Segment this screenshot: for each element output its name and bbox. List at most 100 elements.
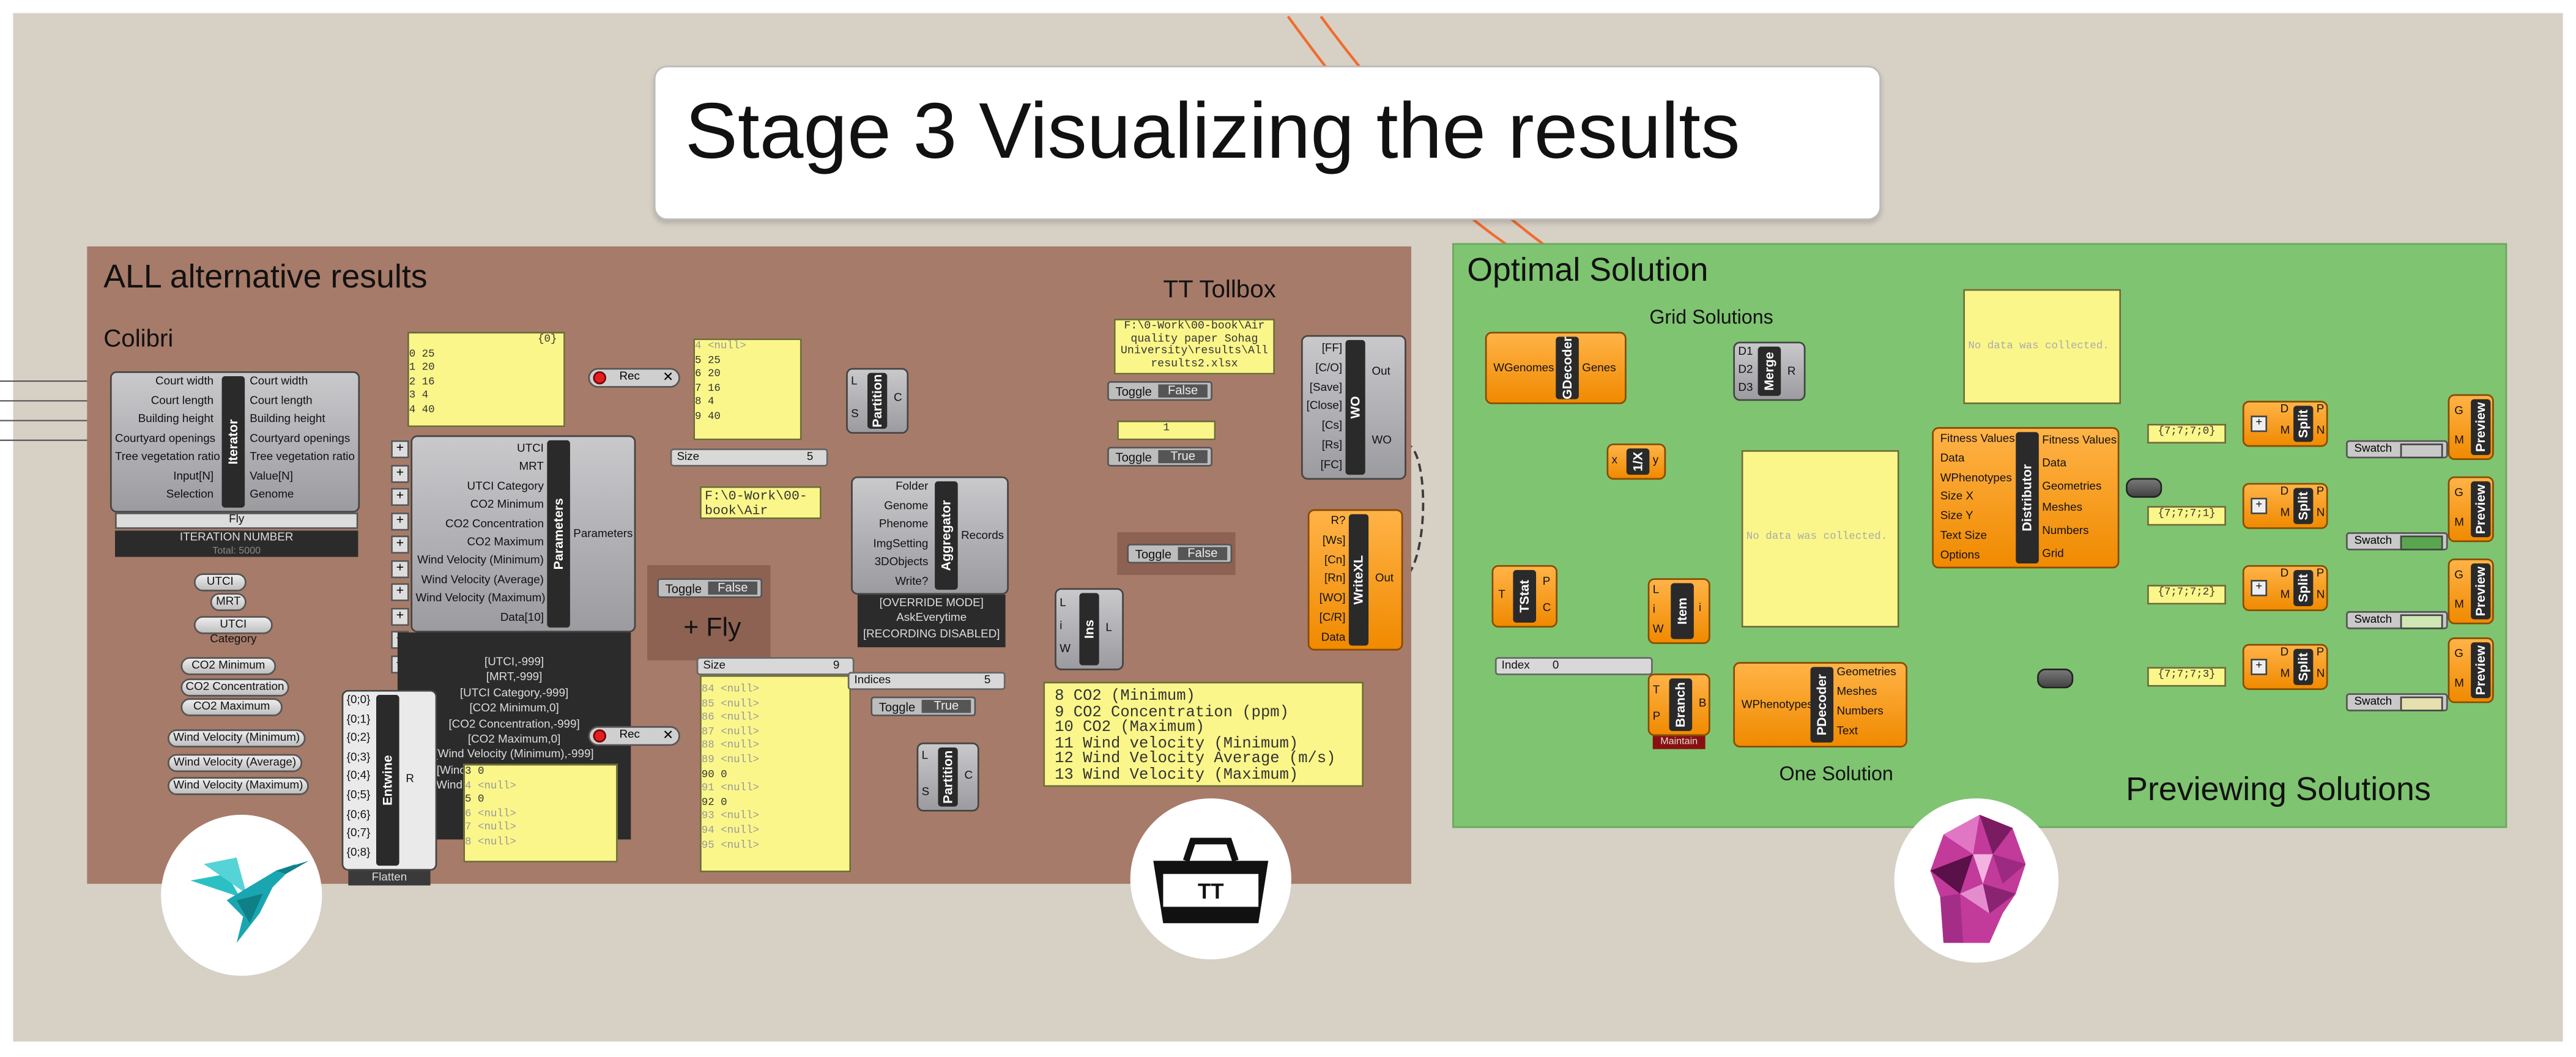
iterator-input-pin: Building height <box>138 414 214 426</box>
path-panel[interactable]: F:\0-Work\00-book\Air <box>700 486 822 519</box>
pdecoder-geometry-param[interactable] <box>2037 669 2074 689</box>
distributor-geometry-param[interactable] <box>2126 478 2162 498</box>
parameters-title-bar[interactable]: Parameters <box>547 440 570 628</box>
swatch-0[interactable]: Swatch <box>2346 440 2448 459</box>
tstat-title-bar[interactable]: TStat <box>1513 569 1537 623</box>
preview-title-bar[interactable]: Preview <box>2471 563 2491 620</box>
swatch-3[interactable]: Swatch <box>2346 693 2448 711</box>
entwine-title-bar[interactable]: Entwine <box>376 695 399 866</box>
ins-title-bar[interactable]: Ins <box>1079 593 1099 666</box>
distributor-input-panel[interactable]: No data was collected. <box>1741 450 1899 628</box>
wo-component[interactable]: [FF][C/O][Save][Close][Cs][Rs][FC] WO Ou… <box>1301 335 1406 480</box>
reciprocal-component[interactable]: x 1/X y <box>1606 443 1666 480</box>
records-panel[interactable]: 84 <null>85 <null>86 <null>87 <null>88 <… <box>700 675 852 873</box>
swatch-2[interactable]: Swatch <box>2346 611 2448 629</box>
fields-panel[interactable]: 8 CO2 (Minimum)9 CO2 Concentration (ppm)… <box>1043 681 1364 787</box>
chip-7[interactable]: Wind Velocity (Average) <box>167 754 303 773</box>
preview-title-bar[interactable]: Preview <box>2471 481 2491 538</box>
tstat-component[interactable]: T TStat P C <box>1491 565 1557 628</box>
chip-1[interactable]: MRT <box>210 593 247 612</box>
split-title-bar[interactable]: Split <box>2293 569 2314 606</box>
partition-component-top[interactable]: L S Partition C <box>846 368 909 434</box>
path-panel-3[interactable]: {7;7;7;3} <box>2147 667 2226 687</box>
preview-title-bar[interactable]: Preview <box>2471 399 2491 455</box>
partition-component-bottom[interactable]: L S Partition C <box>916 742 979 812</box>
gdecoder-title-bar[interactable]: GDecoder <box>1556 336 1579 399</box>
writexl-component[interactable]: R?[Ws][Cn][Rn][WO][C/R]Data WriteXL Out <box>1307 509 1403 651</box>
preview-title-bar[interactable]: Preview <box>2471 642 2491 699</box>
expand-icon[interactable]: + <box>2251 580 2268 596</box>
path-panel-1[interactable]: {7;7;7;1} <box>2147 506 2226 526</box>
gdecoder-component[interactable]: WGenomes GDecoder Genes <box>1485 332 1627 404</box>
path-panel-0[interactable]: {7;7;7;0} <box>2147 423 2226 444</box>
split-title-bar[interactable]: Split <box>2293 406 2314 442</box>
chip-2[interactable]: UTCI Category <box>193 616 273 645</box>
chip-0[interactable]: UTCI <box>193 573 247 592</box>
expand-icon[interactable]: + <box>2251 497 2268 514</box>
branch-component[interactable]: T P Branch B <box>1647 673 1710 736</box>
chip-4[interactable]: CO2 Concentration <box>180 678 289 697</box>
chip-5[interactable]: CO2 Maximum <box>180 698 283 716</box>
aggregator-title-bar[interactable]: Aggregator <box>935 481 958 590</box>
distributor-title-bar[interactable]: Distributor <box>2016 432 2039 564</box>
item-title-bar[interactable]: Item <box>1671 583 1694 639</box>
reciprocal-title-bar[interactable]: 1/X <box>1626 448 1650 475</box>
expand-icon[interactable]: + <box>2251 658 2268 675</box>
path-panel-2[interactable]: {7;7;7;2} <box>2147 585 2226 605</box>
pdecoder-title-bar[interactable]: PDecoder <box>1810 667 1834 743</box>
split-title-bar[interactable]: Split <box>2293 488 2314 524</box>
filename-panel[interactable]: F:\0-Work\00-book\Air quality paper Soha… <box>1113 319 1275 375</box>
swatch-1[interactable]: Swatch <box>2346 532 2448 551</box>
writexl-title-bar[interactable]: WriteXL <box>1348 514 1369 646</box>
fly-button[interactable]: Fly <box>114 512 358 529</box>
chip-6[interactable]: Wind Velocity (Minimum) <box>167 729 306 747</box>
iterator-input-pin: Courtyard openings <box>114 432 216 445</box>
chip-3[interactable]: CO2 Minimum <box>180 657 277 675</box>
entwine-component[interactable]: {0;0}{0;1}{0;2}{0;3}{0;4}{0;5}{0;6}{0;7}… <box>341 689 437 871</box>
expand-icon[interactable]: + <box>2251 415 2268 432</box>
merge-title-bar[interactable]: Merge <box>1758 346 1781 396</box>
iterator-title-bar[interactable]: Iterator <box>221 376 245 508</box>
rec-button-top[interactable]: Rec✕ <box>588 368 680 388</box>
close-icon[interactable]: ✕ <box>663 727 674 743</box>
partition-title-bar[interactable]: Partition <box>938 747 958 807</box>
branch-title-bar[interactable]: Branch <box>1669 678 1693 732</box>
partition-title-bar[interactable]: Partition <box>867 373 888 429</box>
rec-button-bottom[interactable]: Rec✕ <box>588 726 680 746</box>
chip-8[interactable]: Wind Velocity (Maximum) <box>167 777 309 795</box>
close-icon[interactable]: ✕ <box>663 369 674 385</box>
split-title-bar[interactable]: Split <box>2293 648 2314 685</box>
one-panel[interactable]: 1 <box>1117 420 1216 440</box>
pdecoder-output-pin: Geometries <box>1836 667 1896 679</box>
merge-panel[interactable]: No data was collected. <box>1963 289 2121 404</box>
wo-title-bar[interactable]: WO <box>1345 339 1365 475</box>
